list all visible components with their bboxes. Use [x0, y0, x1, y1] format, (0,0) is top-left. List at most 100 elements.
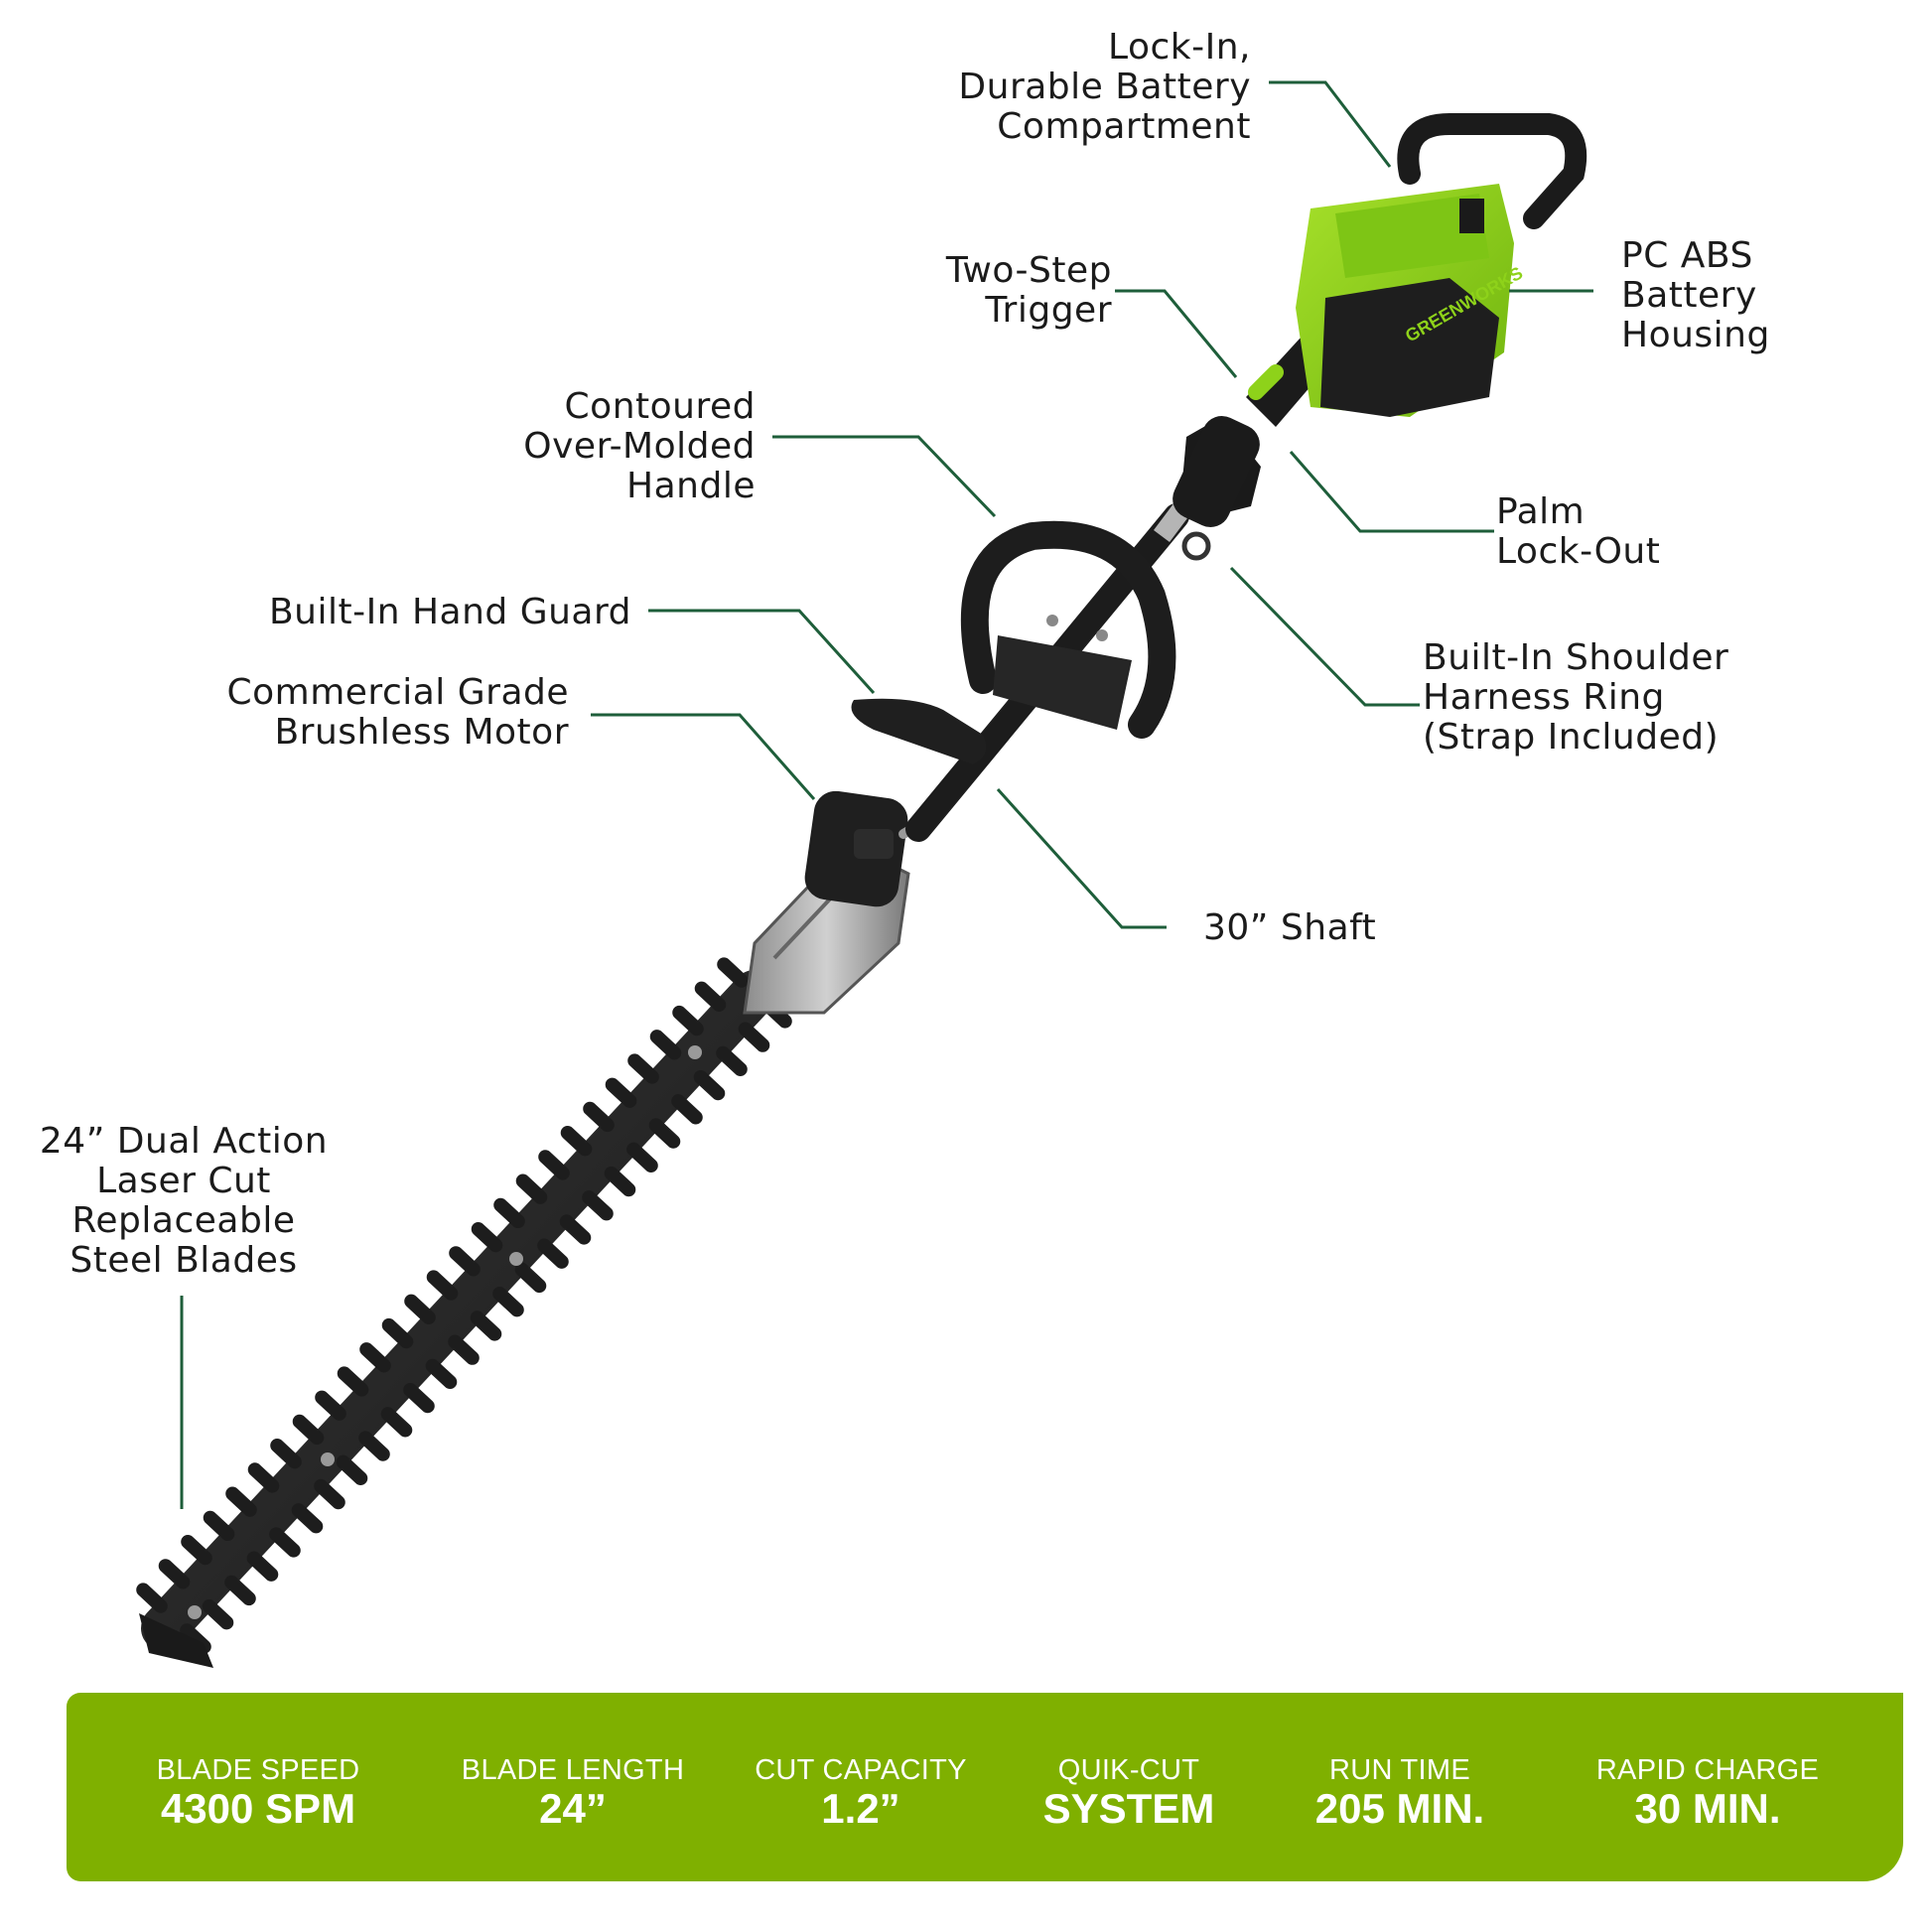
blade-tooth	[358, 1431, 390, 1461]
callout-two-step-trigger: Two-Step Trigger	[946, 251, 1112, 331]
blade-tooth	[582, 1190, 614, 1221]
spec-label: RUN TIME	[1328, 1754, 1471, 1786]
blade-tooth	[538, 1150, 570, 1180]
spec-value: 4300 SPM	[160, 1785, 356, 1832]
blade-tooth	[583, 1101, 615, 1133]
blade-tooth	[515, 1173, 548, 1204]
callout-line: Compartment	[997, 106, 1251, 147]
blade-tooth	[246, 1551, 279, 1582]
hand-guard-shape	[851, 698, 987, 764]
blade-tooth	[380, 1407, 413, 1438]
callout-blades: 24” Dual Action Laser Cut Replaceable St…	[20, 1122, 347, 1281]
blade-tooth	[136, 1583, 168, 1613]
blade-tooth	[269, 1527, 301, 1558]
blade-tooth	[605, 1077, 637, 1108]
blade-tooth	[470, 1311, 502, 1341]
spec-value: 24”	[539, 1785, 607, 1832]
blade-tooth	[224, 1575, 256, 1606]
blade-tooth	[627, 1053, 659, 1084]
leader-palm-lockout	[1289, 451, 1494, 533]
spec-rapid-charge: RAPID CHARGE 30 MIN.	[1569, 1754, 1847, 1832]
blade-tooth	[694, 981, 727, 1012]
callout-hand-guard: Built-In Hand Guard	[269, 593, 631, 632]
leader-two-step-trigger	[1115, 289, 1238, 378]
callout-line: Battery	[1621, 275, 1757, 316]
spec-bar: BLADE SPEED 4300 SPM BLADE LENGTH 24” CU…	[67, 1693, 1903, 1881]
callout-line: Replaceable	[71, 1200, 296, 1241]
spec-label: BLADE SPEED	[156, 1754, 360, 1786]
spec-blade-speed: BLADE SPEED 4300 SPM	[119, 1754, 397, 1832]
blade-tooth	[449, 1246, 481, 1277]
blade-tooth	[648, 1118, 681, 1149]
blade-tooth	[626, 1142, 658, 1173]
callout-harness-ring: Built-In Shoulder Harness Ring (Strap In…	[1423, 638, 1728, 758]
callout-motor: Commercial Grade Brushless Motor	[226, 673, 569, 753]
callout-line: 30” Shaft	[1203, 907, 1377, 948]
blade-tooth	[314, 1478, 345, 1510]
spec-blade-length: BLADE LENGTH 24”	[434, 1754, 712, 1832]
callout-line: Contoured	[564, 386, 756, 427]
callout-line: Commercial Grade	[226, 672, 569, 713]
blade-tooth	[270, 1439, 302, 1469]
callout-line: Brushless Motor	[274, 712, 569, 753]
callout-palm-lockout: Palm Lock-Out	[1496, 492, 1660, 572]
spec-label: RAPID CHARGE	[1595, 1754, 1820, 1786]
callout-line: Over-Molded	[523, 426, 756, 467]
blade-tooth	[202, 1599, 234, 1630]
spec-label: BLADE LENGTH	[461, 1754, 685, 1786]
callout-line: Lock-Out	[1496, 531, 1661, 572]
callout-line: PC ABS	[1621, 235, 1753, 276]
leader-battery-compartment	[1269, 80, 1392, 168]
loop-handle	[960, 520, 1176, 739]
blade-tooth	[492, 1287, 524, 1317]
blade-tooth	[292, 1414, 325, 1446]
spec-value: 30 MIN.	[1634, 1785, 1781, 1832]
leader-shaft	[996, 787, 1167, 929]
blade-tooth	[403, 1382, 435, 1414]
spec-value: SYSTEM	[1042, 1785, 1215, 1832]
callout-line: Built-In Shoulder	[1423, 637, 1729, 678]
blade-tooth	[537, 1238, 569, 1269]
spec-label: QUIK-CUT	[1057, 1754, 1200, 1786]
blade-tooth	[425, 1358, 458, 1390]
blade-tooth	[291, 1503, 324, 1534]
callout-pc-abs-housing: PC ABS Battery Housing	[1621, 236, 1770, 355]
spec-cut-capacity: CUT CAPACITY 1.2”	[722, 1754, 1000, 1832]
blade-tooth	[649, 1030, 682, 1060]
blade-tooth	[604, 1166, 636, 1197]
spec-value: 205 MIN.	[1314, 1785, 1485, 1832]
blade-tooth	[560, 1126, 593, 1157]
spec-label: CUT CAPACITY	[755, 1754, 967, 1786]
callout-line: (Strap Included)	[1423, 717, 1720, 758]
blade-tooth	[738, 1022, 770, 1052]
blade-tooth	[717, 957, 749, 988]
blade-tooth	[514, 1262, 547, 1294]
callout-line: Handle	[626, 466, 756, 506]
blade-tooth	[671, 1094, 703, 1125]
blade-tooth	[381, 1317, 414, 1349]
blade-tooth	[404, 1294, 436, 1324]
callout-line: Steel Blades	[69, 1240, 298, 1281]
spec-run-time: RUN TIME 205 MIN.	[1261, 1754, 1539, 1832]
leader-overmolded-handle	[772, 435, 997, 518]
battery-housing: GREENWORKS	[1296, 113, 1587, 417]
callout-shaft: 30” Shaft	[1203, 908, 1376, 948]
blade-tooth	[672, 1005, 704, 1036]
blade-tooth	[359, 1342, 391, 1373]
blade-tooth	[559, 1214, 592, 1245]
callout-line: Laser Cut	[96, 1161, 271, 1201]
callout-line: Palm	[1496, 491, 1586, 532]
blade-tooth	[471, 1221, 503, 1253]
callout-line: Built-In Hand Guard	[268, 592, 631, 632]
blade-tooth	[225, 1486, 257, 1517]
blade-tooth	[426, 1270, 459, 1301]
callout-line: 24” Dual Action	[39, 1121, 329, 1162]
blade-tooth	[336, 1454, 368, 1485]
blade-tooth	[158, 1559, 191, 1589]
blade-tooth	[448, 1334, 480, 1365]
callout-battery-compartment: Lock-In, Durable Battery Compartment	[958, 28, 1251, 147]
callout-line: Durable Battery	[958, 67, 1251, 107]
